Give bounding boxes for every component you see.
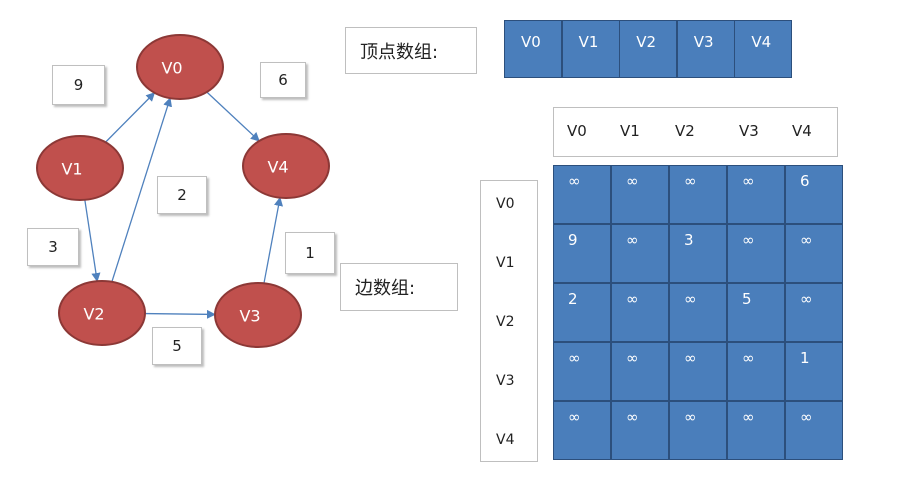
edge-v1-v0: [105, 92, 156, 143]
matrix-cell-r4-c0: ∞: [553, 401, 611, 460]
edge-weight-label-v3-v4: 1: [285, 232, 335, 274]
node-label: V1: [61, 160, 82, 179]
matrix-cell-r0-c2: ∞: [669, 165, 727, 224]
edge-weight-label-v2-v0: 2: [157, 176, 207, 214]
node-label: V2: [83, 305, 104, 324]
vertex-array-cell: V4: [734, 20, 793, 78]
edges-layer: [84, 91, 284, 319]
matrix-cell-r0-c0: ∞: [553, 165, 611, 224]
node-ellipse: [58, 280, 146, 346]
matrix-cell-r4-c1: ∞: [611, 401, 669, 460]
node-v0: V0: [136, 34, 224, 100]
row-header-column: [480, 180, 538, 462]
node-label: V0: [161, 59, 182, 78]
vertex-array-cell: V3: [676, 20, 735, 78]
edge-weight-label-v1-v0: 9: [52, 65, 105, 105]
node-v4: V4: [242, 133, 330, 199]
matrix-cell-r3-c2: ∞: [669, 342, 727, 401]
row-header: V4: [496, 432, 515, 448]
edge-weight-label-v0-v4: 6: [260, 62, 306, 98]
vertex-array-title: 顶点数组:: [345, 27, 477, 74]
matrix-cell-r1-c1: ∞: [611, 224, 669, 283]
edge-v2-v3: [144, 309, 216, 319]
matrix-cell-r3-c0: ∞: [553, 342, 611, 401]
col-header: V1: [620, 122, 640, 140]
matrix-cell-r3-c3: ∞: [727, 342, 785, 401]
vertex-array-cell: V2: [619, 20, 678, 78]
matrix-cell-r4-c4: ∞: [785, 401, 843, 460]
node-label: V4: [267, 158, 288, 177]
matrix-cell-r3-c4: 1: [785, 342, 843, 401]
col-header-row: [553, 107, 838, 157]
edge-weight-label-v2-v3: 5: [152, 327, 202, 365]
matrix-cell-r0-c4: 6: [785, 165, 843, 224]
node-v1: V1: [36, 135, 124, 201]
matrix-cell-r2-c1: ∞: [611, 283, 669, 342]
node-ellipse: [136, 34, 224, 100]
node-ellipse: [36, 135, 124, 201]
col-header: V3: [739, 122, 759, 140]
matrix-cell-r1-c3: ∞: [727, 224, 785, 283]
vertex-array-cell: V1: [561, 20, 620, 78]
row-header: V3: [496, 373, 515, 389]
row-header: V2: [496, 314, 515, 330]
node-label: V3: [239, 307, 260, 326]
matrix-cell-r2-c2: ∞: [669, 283, 727, 342]
matrix-cell-r1-c4: ∞: [785, 224, 843, 283]
node-ellipse: [242, 133, 330, 199]
matrix-cell-r0-c1: ∞: [611, 165, 669, 224]
edge-weight-label-v1-v2: 3: [27, 228, 79, 266]
matrix-cell-r2-c0: 2: [553, 283, 611, 342]
col-header: V2: [675, 122, 695, 140]
matrix-cell-r3-c1: ∞: [611, 342, 669, 401]
edge-array-title: 边数组:: [340, 263, 458, 311]
matrix-cell-r4-c2: ∞: [669, 401, 727, 460]
col-header: V4: [792, 122, 812, 140]
matrix-cell-r4-c3: ∞: [727, 401, 785, 460]
matrix-cell-r1-c2: 3: [669, 224, 727, 283]
edge-v1-v2: [84, 199, 101, 283]
node-v3: V3: [214, 282, 302, 348]
edge-v2-v0: [111, 97, 172, 283]
edge-v3-v4: [263, 196, 284, 284]
node-v2: V2: [58, 280, 146, 346]
col-header: V0: [567, 122, 587, 140]
matrix-cell-r0-c3: ∞: [727, 165, 785, 224]
vertex-array-cell: V0: [504, 20, 562, 78]
row-header: V1: [496, 255, 515, 271]
matrix-cell-r1-c0: 9: [553, 224, 611, 283]
matrix-cell-r2-c4: ∞: [785, 283, 843, 342]
node-ellipse: [214, 282, 302, 348]
edge-v0-v4: [206, 91, 260, 142]
row-header: V0: [496, 196, 515, 212]
matrix-cell-r2-c3: 5: [727, 283, 785, 342]
